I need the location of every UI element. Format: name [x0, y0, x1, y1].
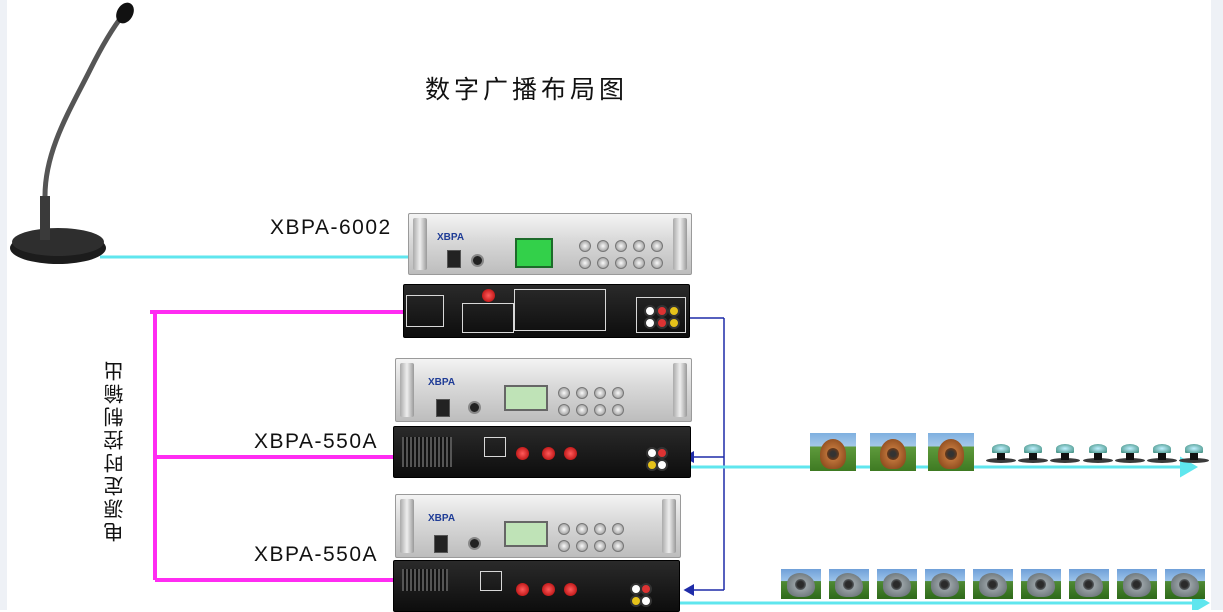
diagram-title: 数字广播布局图 — [425, 75, 629, 104]
host-model-label: XBPA-6002 — [270, 216, 392, 239]
lawn-speaker — [1050, 444, 1080, 464]
amp2-front-panel: XBPA — [395, 494, 681, 558]
rock-speaker — [781, 569, 821, 599]
garden-speaker — [928, 433, 974, 471]
power-timer-label: 电源定时控制输出 — [103, 358, 127, 542]
rock-speaker — [877, 569, 917, 599]
rock-speaker — [973, 569, 1013, 599]
lawn-speaker — [1115, 444, 1145, 464]
rock-speaker — [1021, 569, 1061, 599]
amp2-model-label: XBPA-550A — [254, 543, 379, 566]
lcd-display — [504, 385, 548, 411]
rock-speaker — [1117, 569, 1157, 599]
microphone — [10, 2, 134, 264]
rock-speaker — [1165, 569, 1205, 599]
right-margin — [1211, 0, 1223, 610]
lawn-speaker — [1179, 444, 1209, 464]
lawn-speaker — [1083, 444, 1113, 464]
lawn-speaker — [986, 444, 1016, 464]
brand-logo: XBPA — [428, 513, 456, 524]
rock-speaker — [925, 569, 965, 599]
amp1-rear-panel — [393, 426, 691, 478]
brand-logo: XBPA — [437, 232, 465, 243]
garden-speaker — [810, 433, 856, 471]
host-rear-panel — [403, 284, 690, 338]
garden-speaker — [870, 433, 916, 471]
lawn-speaker — [1147, 444, 1177, 464]
amp1-model-label: XBPA-550A — [254, 430, 379, 453]
lcd-display — [515, 238, 553, 268]
rock-speaker — [829, 569, 869, 599]
amp1-front-panel: XBPA — [395, 358, 692, 422]
left-margin — [0, 0, 7, 610]
amp2-rear-panel — [393, 560, 680, 612]
host-front-panel: XBPA — [408, 213, 692, 275]
lawn-speaker — [1018, 444, 1048, 464]
brand-logo: XBPA — [428, 377, 456, 388]
rock-speaker — [1069, 569, 1109, 599]
lcd-display — [504, 521, 548, 547]
